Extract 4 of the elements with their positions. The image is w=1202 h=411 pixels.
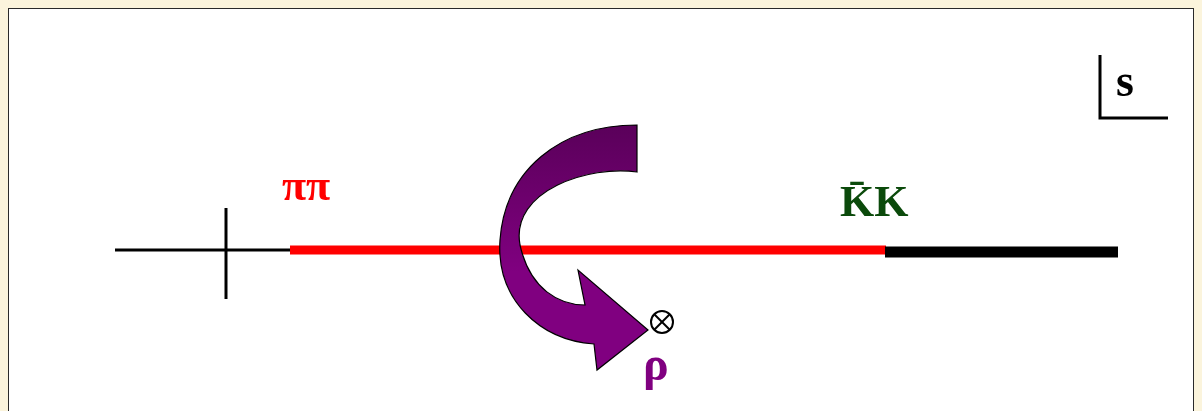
variable-label: s	[1116, 58, 1134, 104]
threshold-label: K̄K	[840, 180, 909, 224]
resonance-label: ρ	[643, 340, 669, 388]
threshold-label: ππ	[282, 164, 331, 208]
